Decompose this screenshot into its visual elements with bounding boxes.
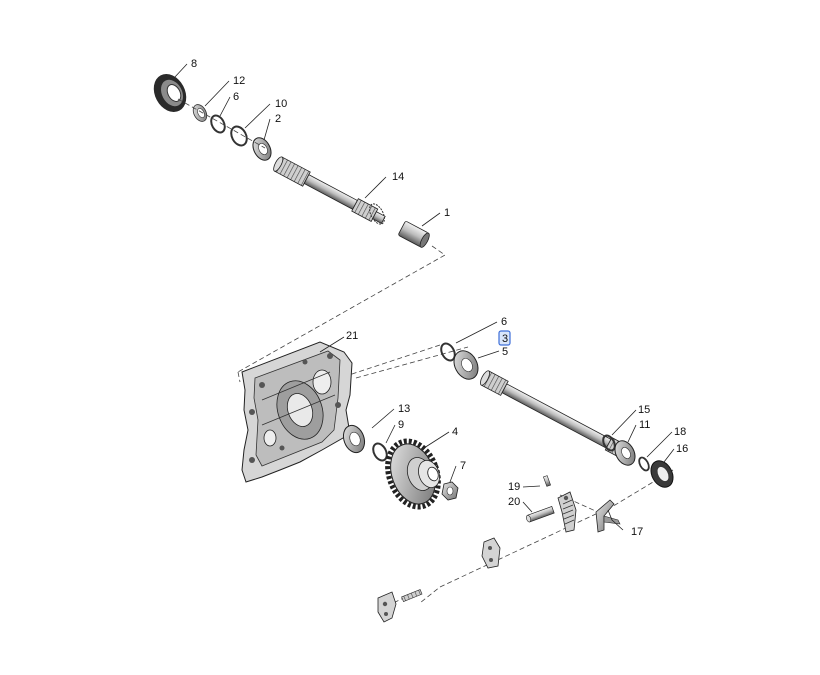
spring-lever — [557, 491, 577, 533]
output-shaft-assembly — [440, 342, 674, 488]
callout-7: 7 — [460, 460, 466, 472]
part-6-upper-ring — [210, 114, 226, 134]
threaded-rod — [401, 589, 423, 602]
part-18-ring — [638, 456, 650, 472]
callout-16: 16 — [676, 443, 688, 455]
part-8-seal — [153, 73, 187, 113]
output-shaft — [480, 370, 631, 460]
gear-group — [342, 424, 459, 510]
rod-end-fitting — [377, 591, 397, 623]
callout-6-upper: 6 — [233, 91, 239, 103]
part-11-bearing — [614, 440, 636, 466]
callout-17: 17 — [631, 526, 643, 538]
callout-21: 21 — [346, 330, 358, 342]
callout-1: 1 — [444, 207, 450, 219]
callout-9: 9 — [398, 419, 404, 431]
part-10-ring — [230, 125, 248, 147]
callout-2: 2 — [275, 113, 281, 125]
callout-18: 18 — [674, 426, 686, 438]
part-17-fork — [595, 499, 621, 533]
callout-6-lower: 6 — [501, 316, 507, 328]
upper-shaft-assembly — [153, 73, 430, 248]
lower-bracket — [481, 537, 501, 569]
callout-3[interactable]: 3 — [502, 333, 508, 345]
leader-lines — [173, 63, 675, 531]
callout-15: 15 — [638, 404, 650, 416]
callout-5: 5 — [502, 346, 508, 358]
part-7-nut — [441, 481, 459, 501]
part-19-pin — [543, 475, 551, 487]
part-1-sleeve — [398, 221, 430, 248]
part-12-bush — [192, 104, 208, 122]
callout-19: 19 — [508, 481, 520, 493]
part-5-bearing — [453, 350, 479, 380]
callout-8: 8 — [191, 58, 197, 70]
callout-4: 4 — [452, 426, 458, 438]
part-4-gear — [385, 438, 441, 510]
part-6-lower-ring — [440, 342, 456, 362]
part-2-bearing — [252, 137, 272, 161]
callout-10: 10 — [275, 98, 287, 110]
part-15-ring — [602, 434, 616, 452]
part-21-housing — [241, 341, 353, 483]
part-14-shaft — [273, 156, 386, 225]
shaft-circlip — [369, 203, 385, 225]
part-13-bearing — [342, 424, 366, 454]
lower-linkage — [377, 475, 621, 623]
part-9-ring — [372, 442, 388, 462]
callout-12: 12 — [233, 75, 245, 87]
part-20-pin — [526, 506, 555, 523]
highlight-box-3 — [498, 330, 511, 346]
callout-13: 13 — [398, 403, 410, 415]
callout-14: 14 — [392, 171, 404, 183]
callout-labels: 8 12 6 10 2 14 1 21 6 3 5 13 9 4 7 15 11… — [191, 58, 688, 538]
callout-11: 11 — [639, 419, 650, 431]
callout-20: 20 — [508, 496, 520, 508]
part-16-seal — [650, 460, 674, 488]
